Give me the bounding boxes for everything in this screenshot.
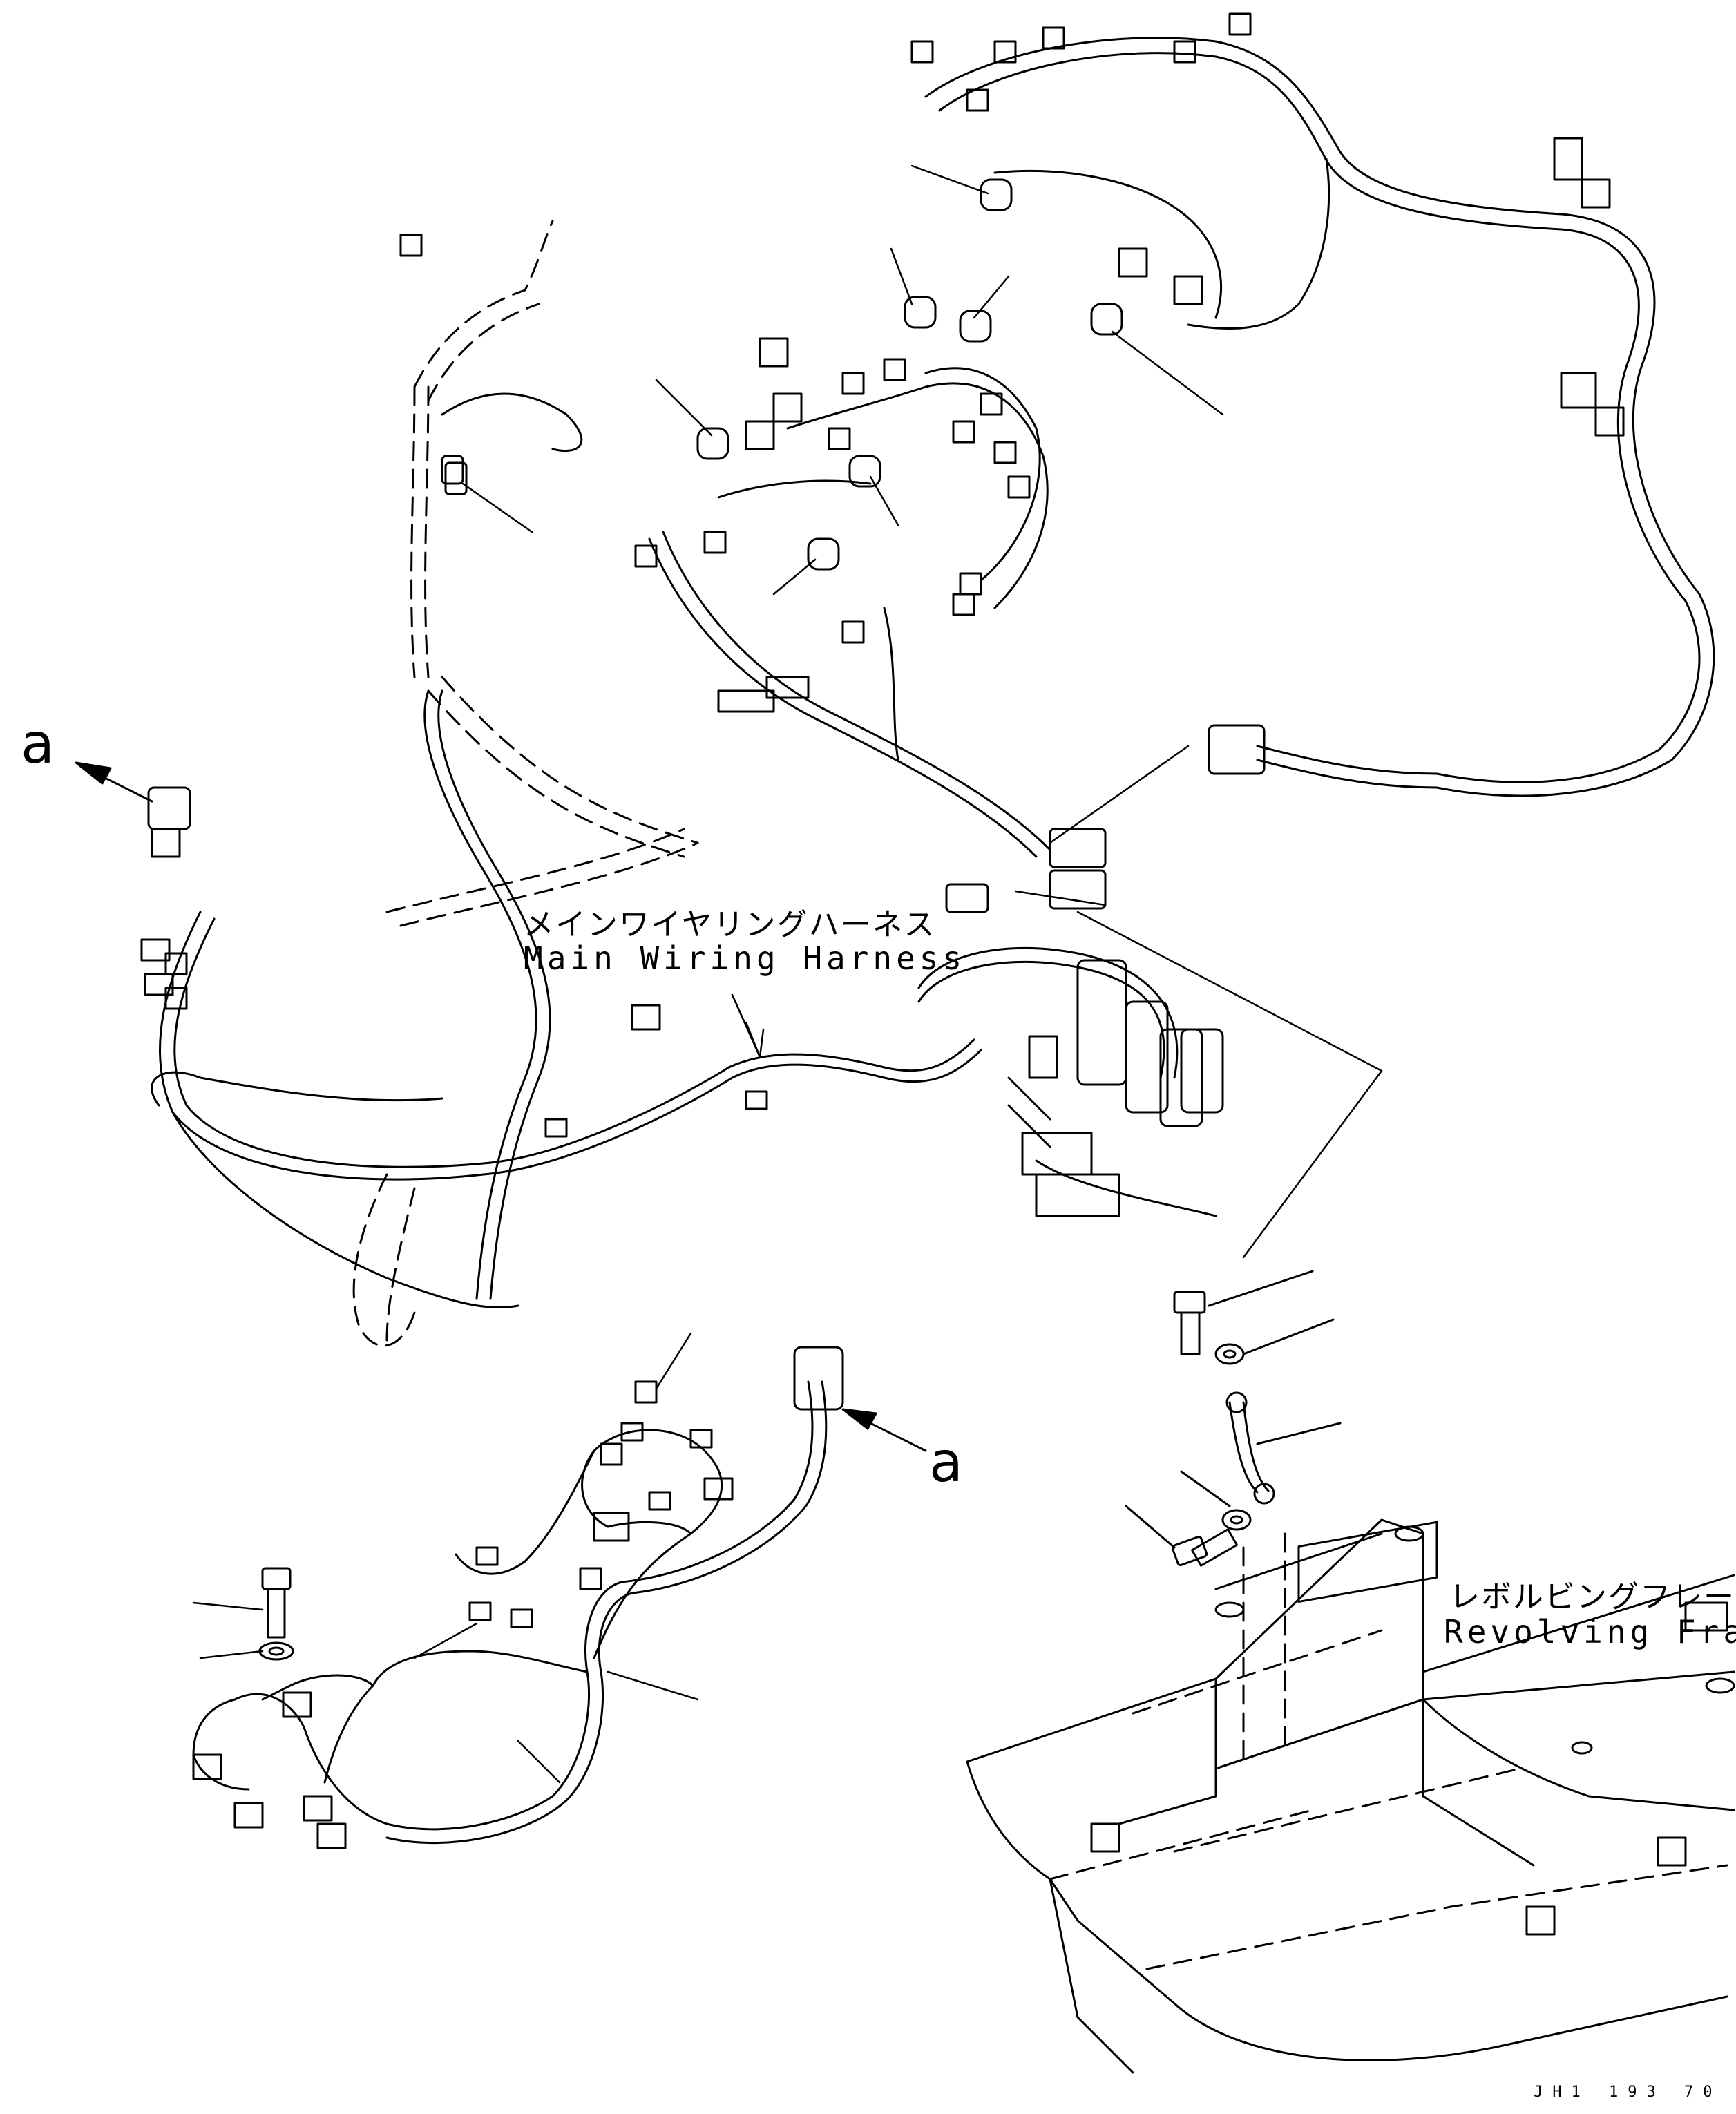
- ground-strap: [1125, 1270, 1342, 1567]
- revolving-frame-label-en: Revolving Frame: [1444, 1613, 1736, 1650]
- view-arrow-a-bottom: [841, 1408, 927, 1452]
- cab-connectors: [192, 1346, 844, 1849]
- bolt-left: [258, 1567, 294, 1661]
- main-harness-label-ja: メインワイヤリングハーネス: [524, 907, 936, 942]
- drawing-code: JH1 193 70: [1534, 2084, 1722, 2101]
- leader-lines: [461, 164, 1383, 1259]
- view-label-a-top: a: [21, 712, 55, 776]
- revolving-frame-label-ja: レボルビングフレーム: [1449, 1579, 1736, 1615]
- cab-leader-lines: [192, 1332, 699, 1784]
- cab-harness: [192, 1380, 828, 1845]
- view-label-a-bottom: a: [929, 1430, 964, 1494]
- view-arrow-a-top: [75, 761, 153, 803]
- main-wiring-harness: [151, 37, 1715, 1347]
- main-harness-label-en: Main Wiring Harness: [524, 940, 966, 977]
- revolving-frame: [966, 1518, 1735, 2074]
- label-leaders: [731, 993, 761, 1058]
- connectors: [140, 12, 1625, 1138]
